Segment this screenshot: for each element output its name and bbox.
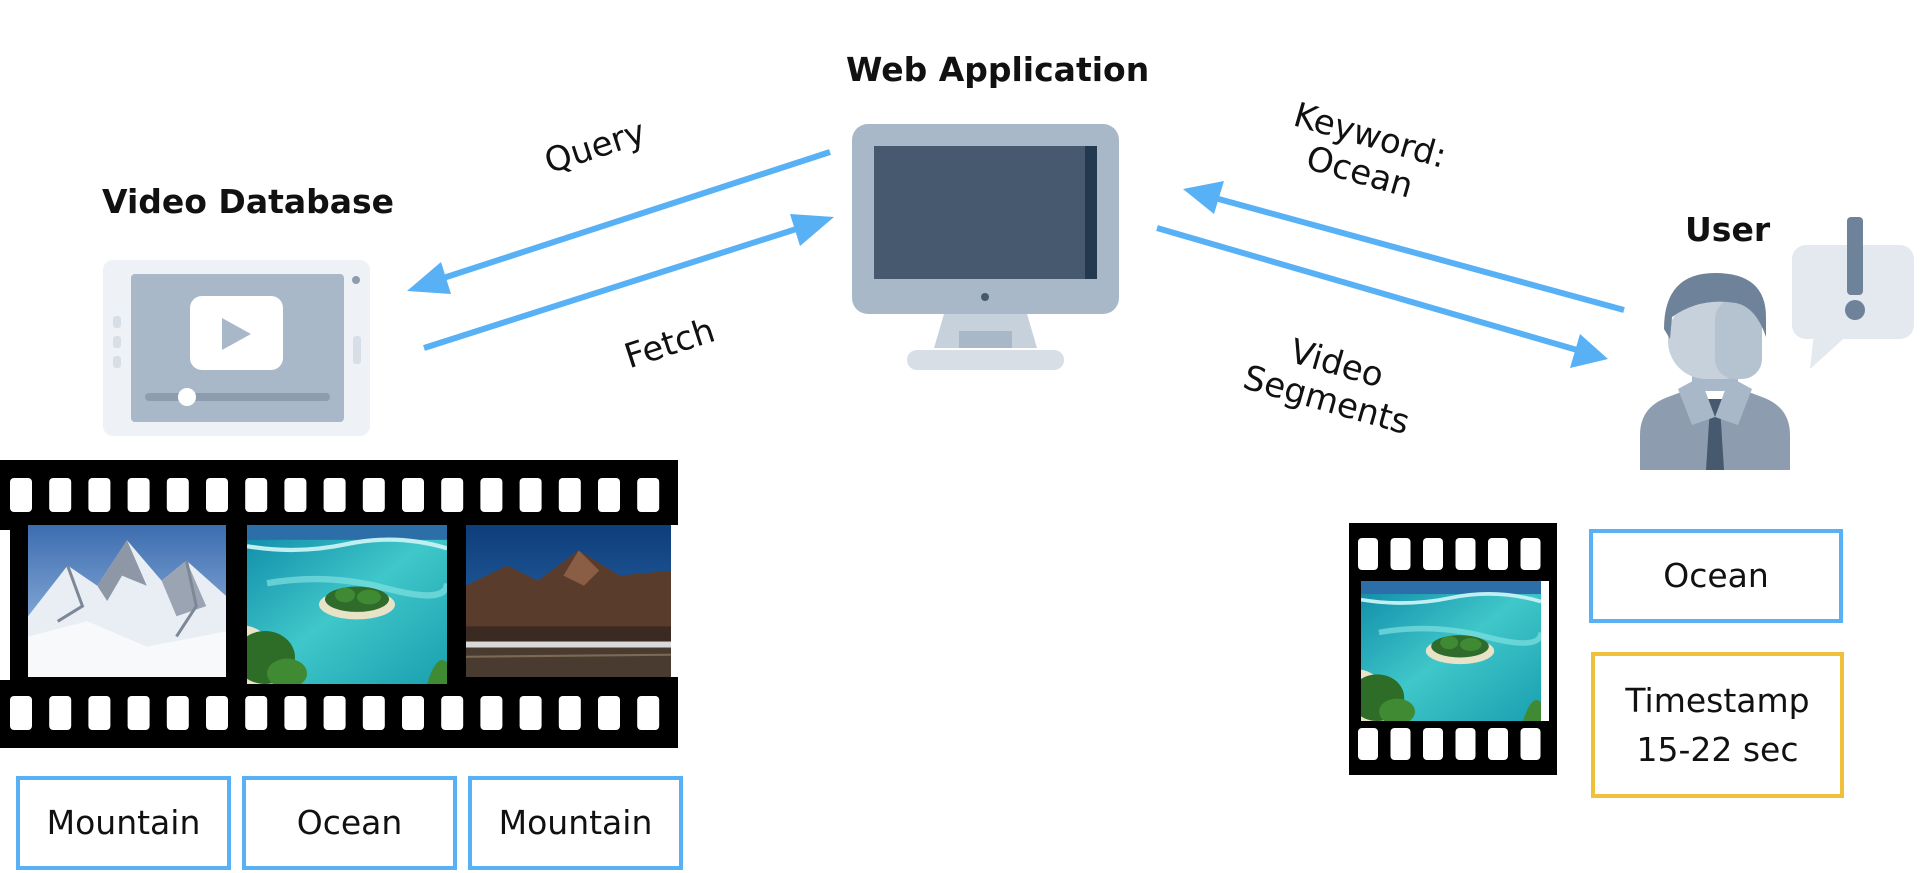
perforation — [323, 696, 346, 730]
perforation — [519, 696, 542, 730]
perforation — [519, 478, 542, 512]
frame-mountain-1 — [28, 525, 226, 677]
perforation — [127, 478, 150, 512]
web-application-title: Web Application — [846, 50, 1150, 89]
perforation — [245, 478, 268, 512]
result-frame-ocean — [1350, 581, 1541, 725]
perforation — [166, 696, 189, 730]
filmstrip-perforations-bottom — [10, 696, 660, 730]
perforation — [1390, 538, 1411, 570]
perforation — [1488, 728, 1508, 760]
result-perforations-bottom — [1358, 728, 1541, 760]
monitor-icon — [852, 124, 1119, 370]
keyword-arrow — [1183, 181, 1625, 313]
user-title: User — [1685, 210, 1771, 249]
perforation — [323, 478, 346, 512]
perforation — [206, 696, 228, 730]
filmstrip-perforations-top — [10, 478, 660, 512]
perforation — [166, 478, 189, 512]
perforation — [49, 696, 72, 730]
result-timestamp-tag: Timestamp 15-22 sec — [1591, 652, 1844, 798]
result-perforations-top — [1358, 538, 1541, 570]
tag-box-1: Mountain — [16, 776, 231, 870]
perforation — [402, 696, 424, 730]
video-segments-arrow — [1156, 225, 1608, 368]
timestamp-line1: Timestamp — [1625, 680, 1810, 720]
fetch-arrow — [423, 214, 834, 351]
perforation — [480, 478, 503, 512]
perforation — [598, 478, 620, 512]
perforation — [480, 696, 503, 730]
perforation — [441, 478, 464, 512]
perforation — [49, 478, 72, 512]
exclamation-speech-bubble-icon — [1792, 217, 1914, 369]
perforation — [1488, 538, 1508, 570]
perforation — [88, 696, 111, 730]
perforation — [558, 696, 581, 730]
timestamp-line2: 15-22 sec — [1636, 730, 1799, 769]
result-filmstrip — [1349, 523, 1557, 775]
perforation — [1423, 538, 1443, 570]
query-arrow — [407, 149, 831, 294]
perforation — [1423, 728, 1443, 760]
perforation — [88, 478, 111, 512]
frame-mountain-2 — [466, 525, 671, 677]
tag-box-3: Mountain — [468, 776, 683, 870]
perforation — [245, 696, 268, 730]
perforation — [637, 696, 660, 730]
perforation — [127, 696, 150, 730]
perforation — [1358, 728, 1378, 760]
perforation — [284, 696, 307, 730]
perforation — [441, 696, 464, 730]
user-icon — [1640, 273, 1790, 470]
perforation — [206, 478, 228, 512]
perforation — [10, 696, 32, 730]
result-keyword-tag: Ocean — [1589, 529, 1843, 623]
perforation — [1390, 728, 1411, 760]
perforation — [284, 478, 307, 512]
perforation — [1455, 538, 1476, 570]
perforation — [402, 478, 424, 512]
perforation — [10, 478, 32, 512]
perforation — [1520, 728, 1541, 760]
video-player-icon — [103, 260, 370, 436]
tag-box-2: Ocean — [242, 776, 457, 870]
video-database-title: Video Database — [102, 182, 395, 221]
perforation — [598, 696, 620, 730]
perforation — [362, 696, 385, 730]
perforation — [1455, 728, 1476, 760]
perforation — [1358, 538, 1378, 570]
database-filmstrip — [0, 460, 678, 748]
frame-ocean — [235, 525, 447, 688]
perforation — [558, 478, 581, 512]
perforation — [362, 478, 385, 512]
perforation — [637, 478, 660, 512]
perforation — [1520, 538, 1541, 570]
